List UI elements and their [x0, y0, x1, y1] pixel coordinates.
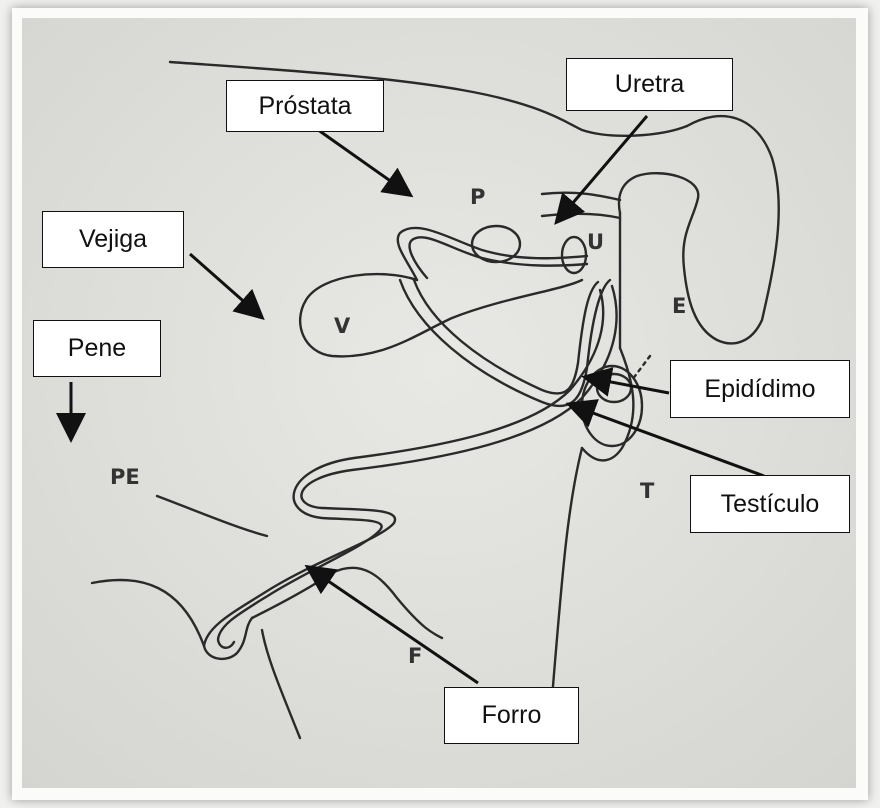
label-pene: Pene: [33, 320, 161, 377]
letter-v: V: [334, 314, 351, 338]
letter-t: T: [640, 479, 655, 503]
letter-u: U: [587, 230, 604, 254]
letter-p: P: [470, 185, 485, 209]
label-forro: Forro: [444, 687, 579, 744]
letter-e: E: [672, 294, 686, 318]
label-vejiga: Vejiga: [42, 211, 184, 268]
label-prostata: Próstata: [226, 80, 384, 132]
letter-f: F: [408, 644, 422, 668]
label-uretra: Uretra: [566, 58, 733, 111]
label-testiculo: Testículo: [690, 475, 850, 533]
letter-pe: PE: [110, 465, 140, 489]
label-epididimo: Epidídimo: [670, 360, 850, 418]
diagram-photo: P U V E T PE F Próstata Uretra Vejiga Pe…: [22, 18, 856, 788]
